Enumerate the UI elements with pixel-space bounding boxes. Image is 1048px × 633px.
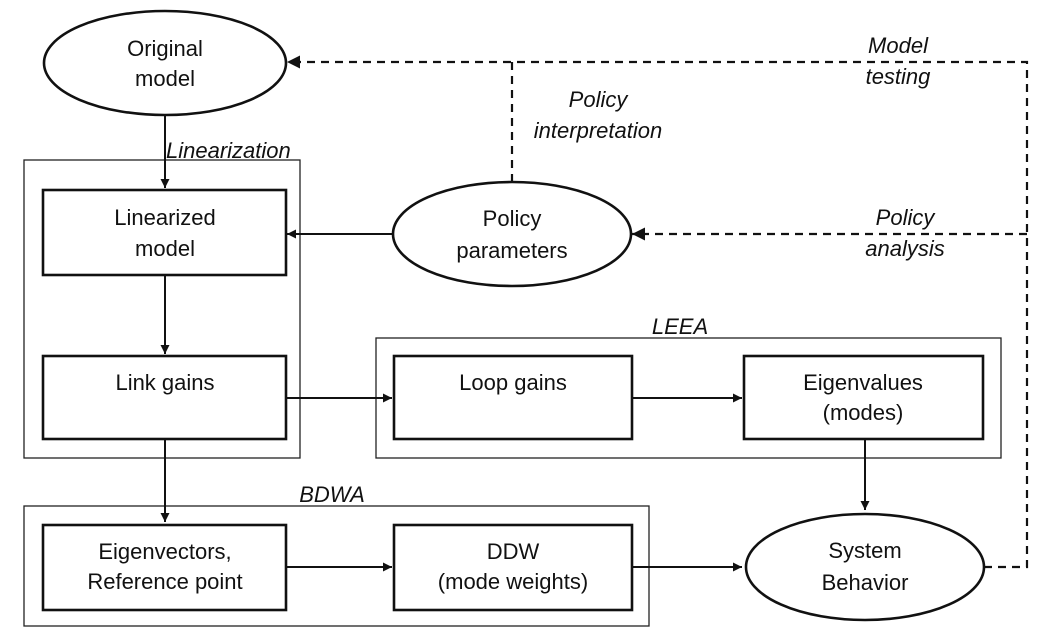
label-policy-parameters-line2: parameters [456, 238, 567, 263]
edge-label-policy-interpretation-line1: Policy [569, 87, 630, 112]
edge-label-policy-analysis-line2: analysis [865, 236, 944, 261]
edge-label-model-testing-line1: Model [868, 33, 929, 58]
edge-label-policy-interpretation-line2: interpretation [534, 118, 662, 143]
label-system-behavior-line1: System [828, 538, 901, 563]
label-eigenvectors-line1: Eigenvectors, [98, 539, 231, 564]
label-original-model-line2: model [135, 66, 195, 91]
node-linearized-model [41, 188, 288, 277]
node-policy-parameters [391, 180, 633, 288]
label-ddw-line2: (mode weights) [438, 569, 588, 594]
label-link-gains: Link gains [115, 370, 214, 395]
node-loop-gains [392, 354, 634, 441]
node-ddw [392, 523, 634, 612]
label-linearized-model-line2: model [135, 236, 195, 261]
linearization-group-frame [23, 159, 301, 459]
label-loop-gains: Loop gains [459, 370, 567, 395]
edge-label-model-testing-line2: testing [866, 64, 932, 89]
edge-label-policy-analysis-line1: Policy [876, 205, 937, 230]
label-system-behavior-line2: Behavior [822, 570, 909, 595]
edge-label-linearization: Linearization [166, 138, 291, 163]
label-eigenvalues-line2: (modes) [823, 400, 904, 425]
label-original-model-line1: Original [127, 36, 203, 61]
node-original-model [42, 9, 288, 117]
node-link-gains [41, 354, 288, 441]
label-eigenvectors-line2: Reference point [87, 569, 242, 594]
node-system-behavior [744, 512, 986, 622]
group-label-leea: LEEA [652, 314, 708, 339]
label-ddw-line1: DDW [487, 539, 540, 564]
node-eigenvectors [41, 523, 288, 612]
label-policy-parameters-line1: Policy [483, 206, 542, 231]
group-label-bdwa: BDWA [299, 482, 365, 507]
node-eigenvalues [742, 354, 985, 441]
edge-model-testing-feedback [287, 55, 1029, 569]
label-eigenvalues-line1: Eigenvalues [803, 370, 923, 395]
label-linearized-model-line1: Linearized [114, 205, 216, 230]
